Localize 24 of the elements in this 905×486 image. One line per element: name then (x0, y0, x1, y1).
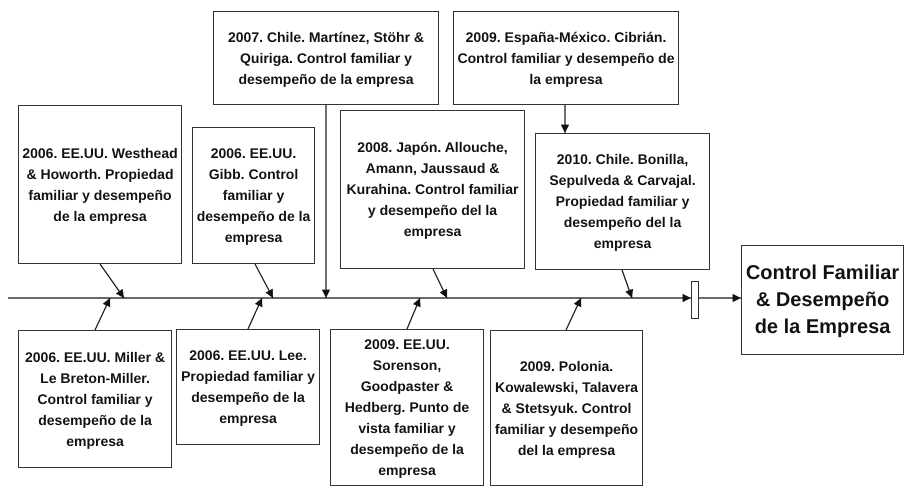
arrow (94, 298, 111, 330)
study-box: 2009. EE.UU. Sorenson, Goodpaster & Hedberg. Punto de vista familiar y desempeño de la empresa (330, 329, 484, 486)
spine-marker (691, 281, 699, 319)
study-box: 2006. EE.UU. Gibb. Control familiar y desempeño de la empresa (192, 127, 315, 264)
arrow (699, 294, 741, 302)
study-box: 2007. Chile. Martínez, Stöhr & Quiriga. Control familiar y desempeño de la empresa (213, 11, 439, 105)
arrow (406, 298, 421, 330)
timeline-spine (8, 294, 691, 302)
arrow (565, 298, 582, 330)
arrow (322, 105, 330, 298)
arrow (621, 270, 634, 298)
arrow (254, 264, 274, 298)
study-box: 2010. Chile. Bonilla, Sepulveda & Carvajal. Propiedad familiar y desempeño del la empresa (535, 133, 710, 270)
study-box: 2006. EE.UU. Westhead & Howorth. Propiedad familiar y desempeño de la empresa (18, 105, 182, 264)
study-box: 2006. EE.UU. Miller & Le Breton-Miller. Control familiar y desempeño de la empresa (18, 330, 172, 468)
arrow (560, 105, 570, 133)
study-box: 2008. Japón. Allouche, Amann, Jaussaud & Kurahina. Control familiar y desempeño del la empresa (340, 110, 525, 269)
study-box: 2009. Polonia. Kowalewski, Talavera & Stetsyuk. Control familiar y desempeño del la empresa (490, 330, 643, 486)
arrow (100, 264, 124, 298)
outcome-box: Control Familiar & Desempeño de la Empresa (741, 245, 904, 355)
arrow (432, 268, 448, 298)
study-box: 2009. España-México. Cibrián. Control familiar y desempeño de la empresa (453, 11, 679, 105)
arrow (247, 298, 263, 330)
study-box: 2006. EE.UU. Lee. Propiedad familiar y desempeño de la empresa (176, 329, 320, 445)
